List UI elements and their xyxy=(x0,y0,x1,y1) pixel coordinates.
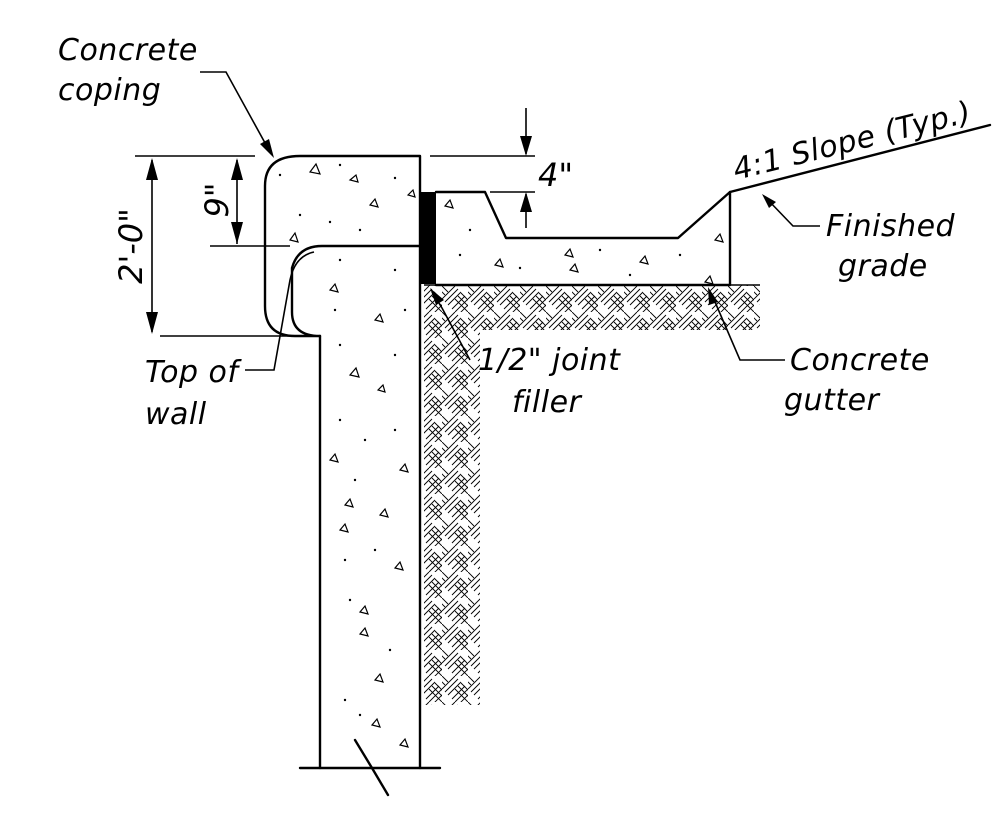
finished-grade-line xyxy=(728,123,992,194)
label-concrete-coping-1: Concrete xyxy=(58,33,198,68)
label-slope: 4:1 Slope (Typ.) xyxy=(729,95,974,188)
concrete-coping xyxy=(263,154,422,338)
label-concrete-gutter-1: Concrete xyxy=(790,343,930,378)
labels: Concrete coping Top of wall 1/2" joint f… xyxy=(58,33,975,432)
label-concrete-coping-2: coping xyxy=(58,73,161,108)
label-joint-filler-2: filler xyxy=(512,385,583,420)
concrete-aggregate xyxy=(288,162,724,748)
concrete-gutter xyxy=(434,190,732,287)
wall xyxy=(298,244,442,797)
label-top-of-wall-2: wall xyxy=(145,397,207,432)
label-finished-grade-1: Finished xyxy=(826,209,956,244)
dim-coping-depth xyxy=(210,158,290,247)
concrete-speckle xyxy=(278,163,682,717)
break-line xyxy=(353,738,390,797)
label-concrete-gutter-2: gutter xyxy=(784,383,881,418)
dim-text-gutter-drop: 4" xyxy=(538,156,573,194)
joint-filler xyxy=(420,192,436,284)
dim-text-coping-depth: 9" xyxy=(198,182,236,217)
label-finished-grade-2: grade xyxy=(838,249,928,284)
dim-gutter-drop xyxy=(430,108,535,228)
label-top-of-wall-1: Top of xyxy=(145,355,242,390)
dim-overall-height xyxy=(135,155,290,337)
dim-text-overall-height: 2'-0" xyxy=(112,208,150,284)
leader-lines xyxy=(200,71,820,371)
label-joint-filler-1: 1/2" joint xyxy=(478,343,621,378)
